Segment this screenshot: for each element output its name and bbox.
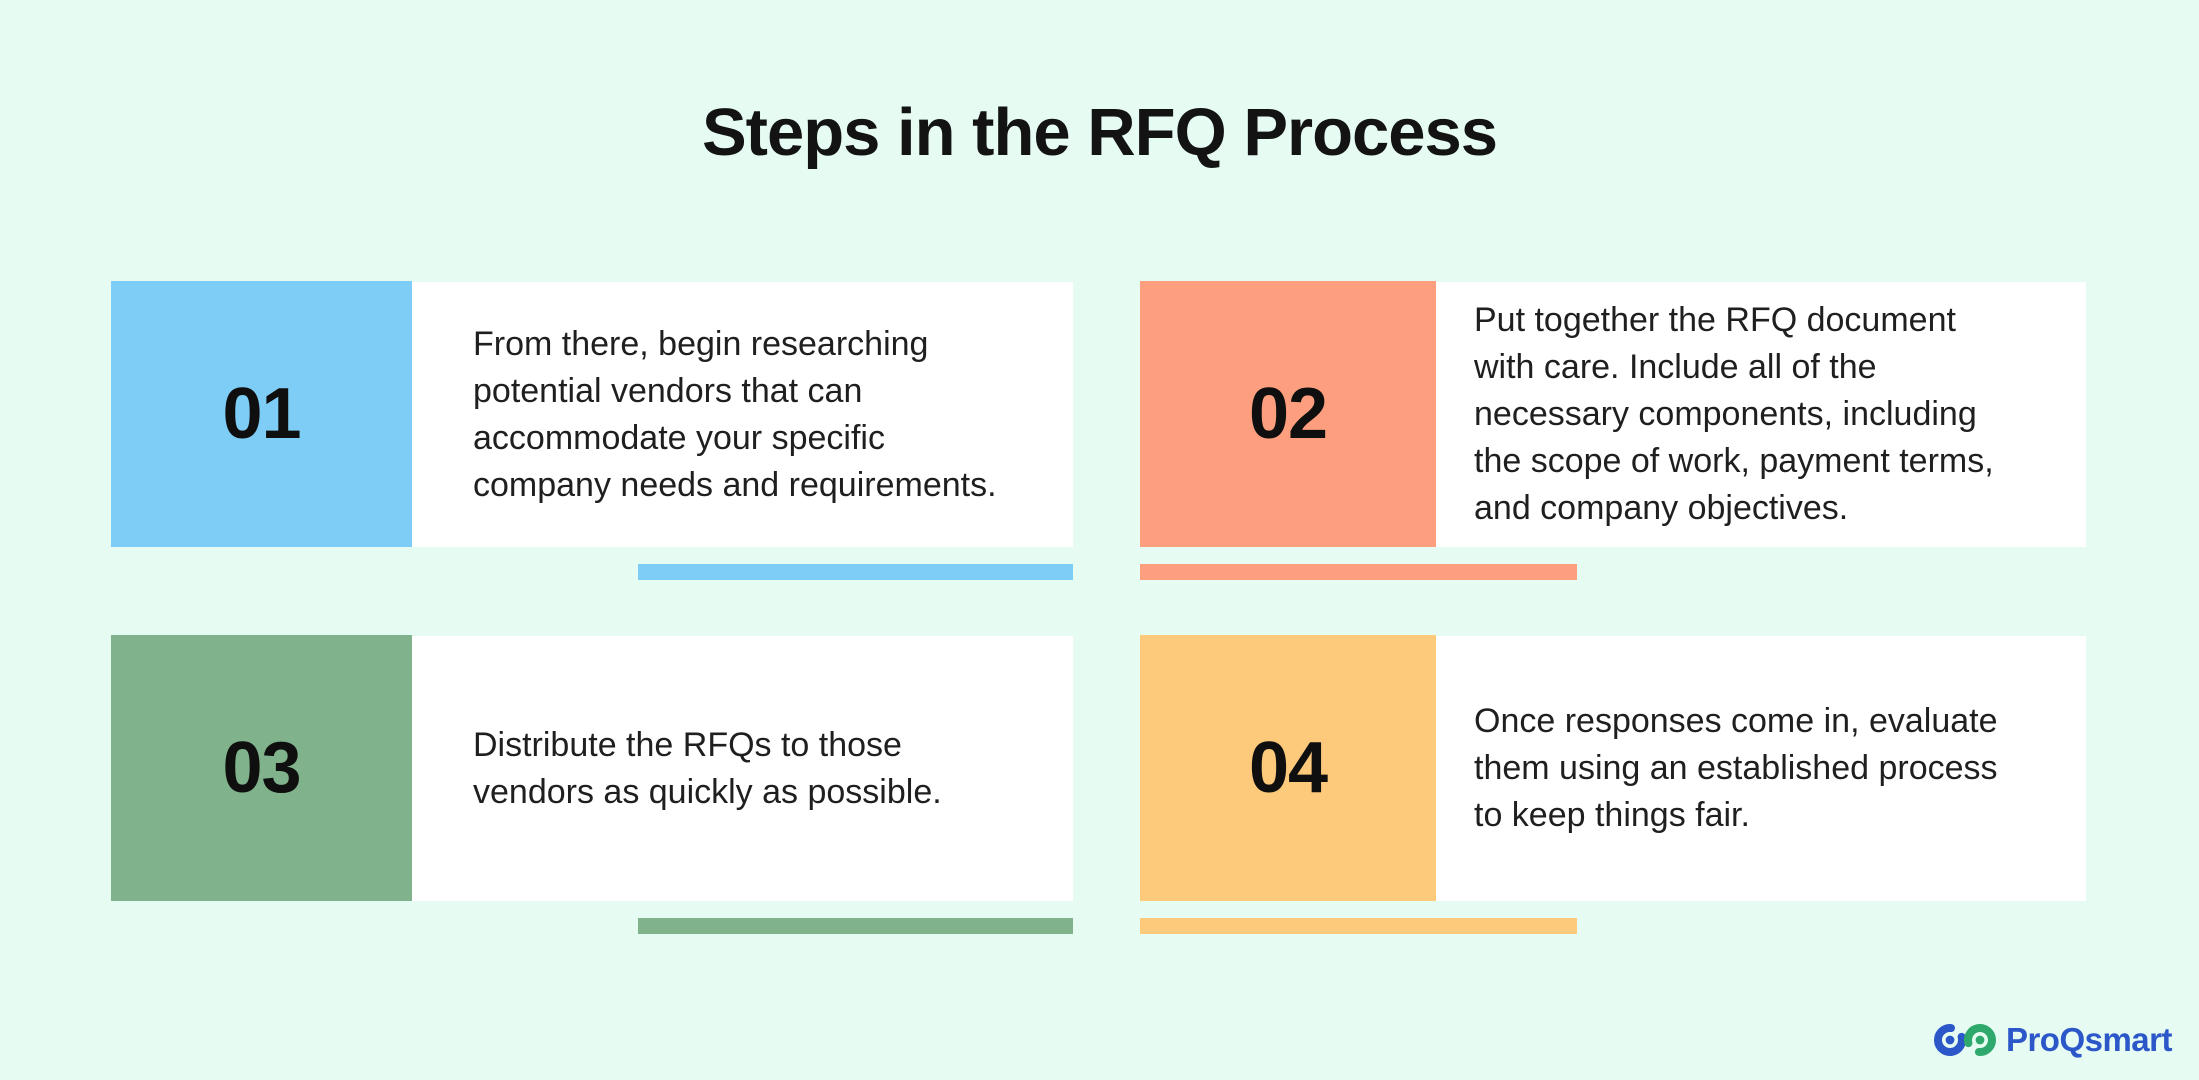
logo-right-ring: [1963, 1024, 1996, 1056]
step-4-number-box: 04: [1140, 635, 1436, 901]
step-3-card: Distribute the RFQs to those vendors as …: [412, 636, 1073, 901]
step-3-accent-bar: [638, 918, 1073, 934]
step-2-accent-bar: [1140, 564, 1577, 580]
step-group-3: 03 Distribute the RFQs to those vendors …: [111, 635, 1086, 935]
step-2-card: Put together the RFQ document with care.…: [1436, 282, 2086, 547]
step-4-description: Once responses come in, evaluate them us…: [1474, 702, 1998, 834]
logo-right-dot: [1975, 1035, 1985, 1045]
step-2-number-box: 02: [1140, 281, 1436, 547]
step-3-number-box: 03: [111, 635, 412, 901]
step-1-accent-bar: [638, 564, 1073, 580]
step-1-card: From there, begin researching potential …: [412, 282, 1073, 547]
logo-left-dot: [1945, 1035, 1955, 1045]
proqsmart-logo-icon: [1933, 1024, 1996, 1056]
step-4-card: Once responses come in, evaluate them us…: [1436, 636, 2086, 901]
step-2-number: 02: [1248, 374, 1328, 454]
step-group-2: 02 Put together the RFQ document with ca…: [1140, 281, 2115, 581]
step-3-number: 03: [222, 728, 301, 808]
proqsmart-logo-text: ProQsmart: [2005, 1021, 2173, 1058]
step-group-1: 01 From there, begin researching potenti…: [111, 281, 1086, 581]
step-1-description: From there, begin researching potential …: [473, 324, 997, 504]
step-4-number: 04: [1248, 728, 1328, 808]
step-4-accent-bar: [1140, 918, 1577, 934]
page-title: Steps in the RFQ Process: [701, 95, 1498, 170]
logo-left-ring: [1933, 1024, 1966, 1056]
step-3-description: Distribute the RFQs to those vendors as …: [473, 725, 942, 811]
step-1-number-box: 01: [111, 281, 412, 547]
step-group-4: 04 Once responses come in, evaluate them…: [1140, 635, 2115, 935]
step-2-description: Put together the RFQ document with care.…: [1474, 301, 1994, 527]
step-1-number: 01: [222, 374, 301, 454]
proqsmart-logo: ProQsmart: [1933, 1020, 2173, 1060]
